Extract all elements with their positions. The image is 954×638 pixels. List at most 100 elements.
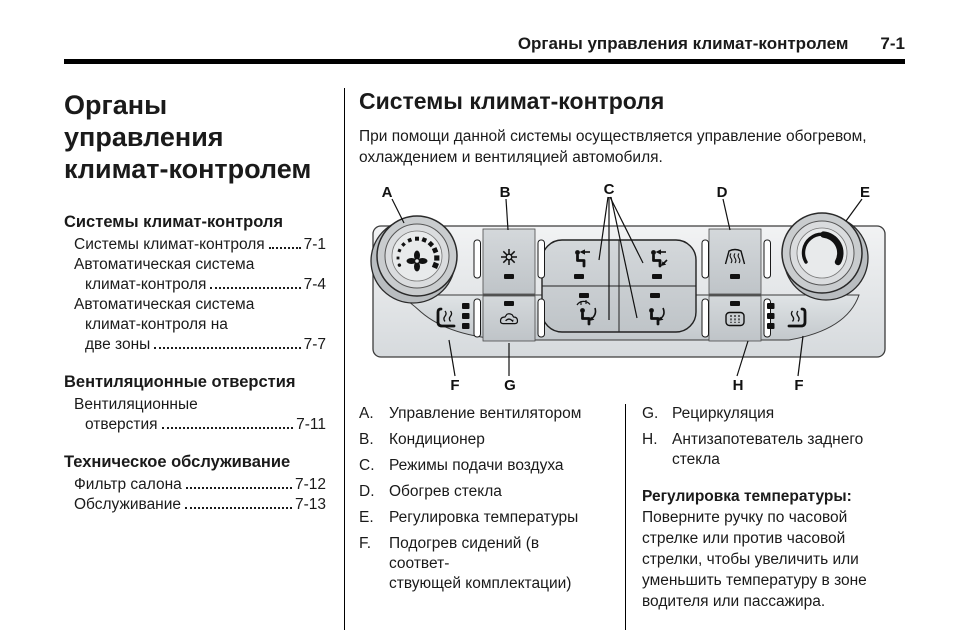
page-number: 7-1 — [880, 34, 905, 53]
temperature-note-text: Поверните ручку по часовой стрелке или п… — [642, 509, 867, 611]
legend-item-f: F. Подогрев сидений (в соответ- ствующей… — [359, 534, 591, 594]
legend-letter: A. — [359, 405, 374, 423]
climate-panel-diagram: A B C D E F G H F — [370, 181, 886, 394]
fan-icon — [406, 250, 428, 272]
article-heading: Системы климат-контроля — [359, 88, 665, 114]
toc-section: Техническое обслуживание Фильтр салона 7… — [64, 452, 326, 515]
recirculation-icon — [499, 313, 519, 325]
legend: A. Управление вентилятором B. Кондиционе… — [359, 404, 905, 630]
toc-section: Вентиляционные отверстия Вентиляционные … — [64, 372, 326, 435]
toc-entry-label: Обслуживание — [74, 495, 182, 513]
seat-heat-level-squares — [462, 303, 470, 330]
legend-item-b: B. Кондиционер — [359, 430, 591, 450]
running-header-title: Органы управления климат-контролем — [517, 34, 849, 53]
toc-entry-line: климат-контроля 7-4 — [74, 275, 326, 295]
legend-text: Рециркуляция — [672, 405, 775, 423]
callout-d: D — [717, 184, 728, 201]
content: Органы управления климат-контролем Систе… — [64, 88, 905, 630]
windshield-defrost-button[interactable] — [708, 228, 762, 295]
toc-section-heading: Вентиляционные отверстия — [64, 372, 296, 391]
legend-right-column: G. Рециркуляция H. Антизапотеватель задн… — [625, 404, 905, 630]
chapter-title-line: управления — [64, 121, 224, 152]
toc-entry-page: 7-11 — [296, 415, 326, 433]
toc-entry: Автоматическая система климат-контроля 7… — [64, 255, 326, 295]
legend-text: Обогрев стекла — [389, 483, 502, 501]
header-rule — [64, 59, 905, 64]
callout-h: H — [733, 377, 744, 394]
callout-f2: F — [794, 377, 803, 394]
dot-leader — [185, 506, 292, 509]
toc-entry-line: две зоны 7-7 — [74, 335, 326, 355]
toc-entry-page: 7-13 — [294, 495, 326, 513]
running-header: Органы управления климат-контролем 7-1 — [64, 34, 905, 54]
dot-leader — [161, 426, 294, 429]
legend-item-h: H. Антизапотеватель заднего стекла — [642, 430, 905, 470]
callout-f: F — [450, 377, 459, 394]
dot-leader — [185, 486, 292, 489]
article-column: Системы климат-контроля При помощи данно… — [345, 88, 905, 630]
toc-entry-line: Автоматическая система — [74, 255, 255, 273]
legend-text: Кондиционер — [389, 431, 485, 449]
legend-letter: F. — [359, 535, 372, 553]
dot-leader — [154, 346, 301, 349]
legend-item-d: D. Обогрев стекла — [359, 482, 591, 502]
chapter-title-line: климат-контролем — [64, 153, 312, 184]
temperature-note-lead: Регулировка температуры: — [642, 488, 852, 506]
toc-entry-line: Системы климат-контроля 7-1 — [74, 235, 326, 255]
callout-c: C — [604, 181, 615, 198]
floor-mode-icon — [647, 306, 665, 326]
fan-speed-knob[interactable] — [370, 215, 458, 304]
toc-entry-line: Вентиляционные — [74, 395, 198, 413]
legend-left-column: A. Управление вентилятором B. Кондиционе… — [359, 404, 625, 630]
toc-entry-line: отверстия 7-11 — [74, 415, 326, 435]
toc-entry-page: 7-12 — [294, 475, 326, 493]
legend-letter: B. — [359, 431, 374, 449]
callout-g: G — [504, 377, 516, 394]
legend-item-c: C. Режимы подачи воздуха — [359, 456, 591, 476]
dot-leader — [210, 286, 301, 289]
toc-entry-page: 7-4 — [303, 275, 326, 293]
legend-text: Режимы подачи воздуха — [389, 457, 564, 475]
temperature-arc-icon — [801, 231, 844, 266]
legend-text: Антизапотеватель заднего стекла — [672, 431, 864, 469]
temperature-knob[interactable] — [781, 212, 869, 301]
toc-entry: Системы климат-контроля 7-1 — [64, 235, 326, 255]
legend-letter: G. — [642, 405, 659, 423]
toc-entry-page: 7-7 — [303, 335, 326, 353]
toc-entry: Вентиляционные отверстия 7-11 — [64, 395, 326, 435]
seat-heat-level-squares — [767, 303, 775, 330]
toc-section-heading: Системы климат-контроля — [64, 212, 284, 231]
vent-mode-icon — [573, 248, 590, 268]
legend-item-g: G. Рециркуляция — [642, 404, 905, 424]
toc-entry-line: Автоматическая система — [74, 295, 255, 313]
callout-e: E — [860, 184, 870, 201]
legend-item-e: E. Регулировка температуры — [359, 508, 591, 528]
toc-entry-page: 7-1 — [303, 235, 326, 253]
windshield-defrost-icon — [724, 249, 746, 265]
toc-entry-label: отверстия — [85, 415, 158, 433]
air-mode-cluster[interactable] — [541, 239, 697, 333]
toc-entry-label: климат-контроля — [85, 275, 207, 293]
leader-lines — [391, 197, 863, 377]
climate-panel-figure: A B C D E F G H F — [359, 180, 905, 400]
defrost-floor-mode-icon — [576, 300, 597, 326]
legend-text: Подогрев сидений (в соответ- ствующей ко… — [389, 535, 572, 593]
rear-window-defrost-icon — [725, 312, 745, 327]
toc-entry-label: Фильтр салона — [74, 475, 182, 493]
legend-letter: C. — [359, 457, 375, 475]
legend-letter: H. — [642, 431, 658, 449]
toc-entry-label: Системы климат-контроля — [74, 235, 265, 253]
toc-entry-line: Обслуживание 7-13 — [74, 495, 326, 515]
toc-entry: Обслуживание 7-13 — [64, 495, 326, 515]
legend-letter: D. — [359, 483, 375, 501]
toc-entry-label: две зоны — [85, 335, 151, 353]
button-indicators — [504, 274, 740, 307]
toc-section-heading: Техническое обслуживание — [64, 452, 291, 471]
bilevel-mode-icon — [649, 248, 668, 268]
legend-text: Регулировка температуры — [389, 509, 579, 527]
legend-text: Управление вентилятором — [389, 405, 582, 423]
temperature-note: Регулировка температуры: Поверните ручку… — [642, 486, 884, 612]
chapter-title-line: Органы — [64, 90, 168, 120]
toc-entry-line: климат-контроля на — [85, 315, 228, 333]
chapter-title: Органы управления климат-контролем — [64, 90, 326, 186]
